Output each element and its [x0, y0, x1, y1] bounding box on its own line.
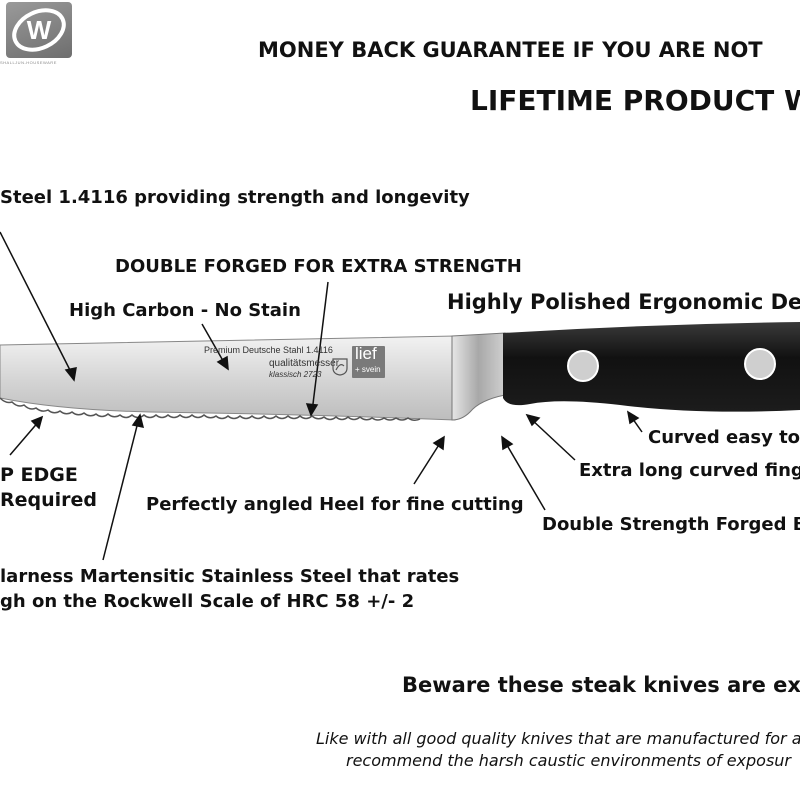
- callout-bolster: Double Strength Forged B: [542, 514, 800, 535]
- callout-carbon: High Carbon - No Stain: [69, 300, 301, 321]
- handle-rivet: [744, 348, 776, 380]
- arrow-heel: [413, 439, 443, 485]
- callout-edge-line2: Required: [0, 489, 98, 511]
- knife-bolster: [451, 332, 506, 421]
- callout-hardness-line2: gh on the Rockwell Scale of HRC 58 +/- 2: [0, 591, 415, 612]
- callout-hardness-line1: larness Martensitic Stainless Steel that…: [0, 566, 460, 587]
- callout-curved: Curved easy to: [648, 427, 800, 448]
- callout-edge-line1: P EDGE: [0, 464, 78, 486]
- footer-warning: Beware these steak knives are ext: [402, 673, 800, 697]
- arrow-hardness: [102, 417, 140, 561]
- brand-stamp-top: lief: [355, 344, 377, 363]
- blade-serration: [0, 397, 421, 422]
- footer-note-line2: recommend the harsh caustic environments…: [346, 751, 792, 770]
- brand-logo-letter: W: [27, 15, 52, 45]
- guarantee-heading: MONEY BACK GUARANTEE IF YOU ARE NOT: [258, 38, 763, 62]
- arrow-forged: [311, 281, 329, 413]
- blade-stamp-line3: klassisch 2723: [269, 370, 322, 379]
- blade-stamp-line2: qualitätsmesser: [269, 358, 340, 369]
- callout-steel: Steel 1.4116 providing strength and long…: [0, 187, 470, 208]
- callout-forged: DOUBLE FORGED FOR EXTRA STRENGTH: [115, 256, 522, 277]
- footer-note-line1: Like with all good quality knives that a…: [316, 729, 800, 748]
- knife-blade: [0, 335, 456, 421]
- arrow-bolster: [503, 439, 546, 511]
- arrow-finger: [529, 417, 576, 461]
- arrow-edge: [9, 419, 41, 456]
- brand-stamp-box: lief + svein: [352, 344, 385, 378]
- brand-logo: W: [6, 2, 72, 58]
- arrow-steel: [0, 231, 75, 379]
- brand-logo-subtext: SHALLJUN-HOUSEWARE: [0, 60, 57, 65]
- warranty-heading: LIFETIME PRODUCT W: [470, 84, 800, 117]
- callout-finger: Extra long curved finge: [579, 460, 800, 481]
- brand-logo-icon: W: [12, 8, 66, 52]
- handle-rivet: [567, 350, 599, 382]
- blade-crest-icon: [332, 358, 348, 376]
- brand-stamp-bottom: + svein: [355, 365, 381, 374]
- knife-handle: [503, 322, 800, 412]
- callout-heel: Perfectly angled Heel for fine cutting: [146, 494, 524, 515]
- callout-polished: Highly Polished Ergonomic De: [447, 290, 800, 314]
- blade-stamp-line1: Premium Deutsche Stahl 1.4116: [204, 345, 333, 355]
